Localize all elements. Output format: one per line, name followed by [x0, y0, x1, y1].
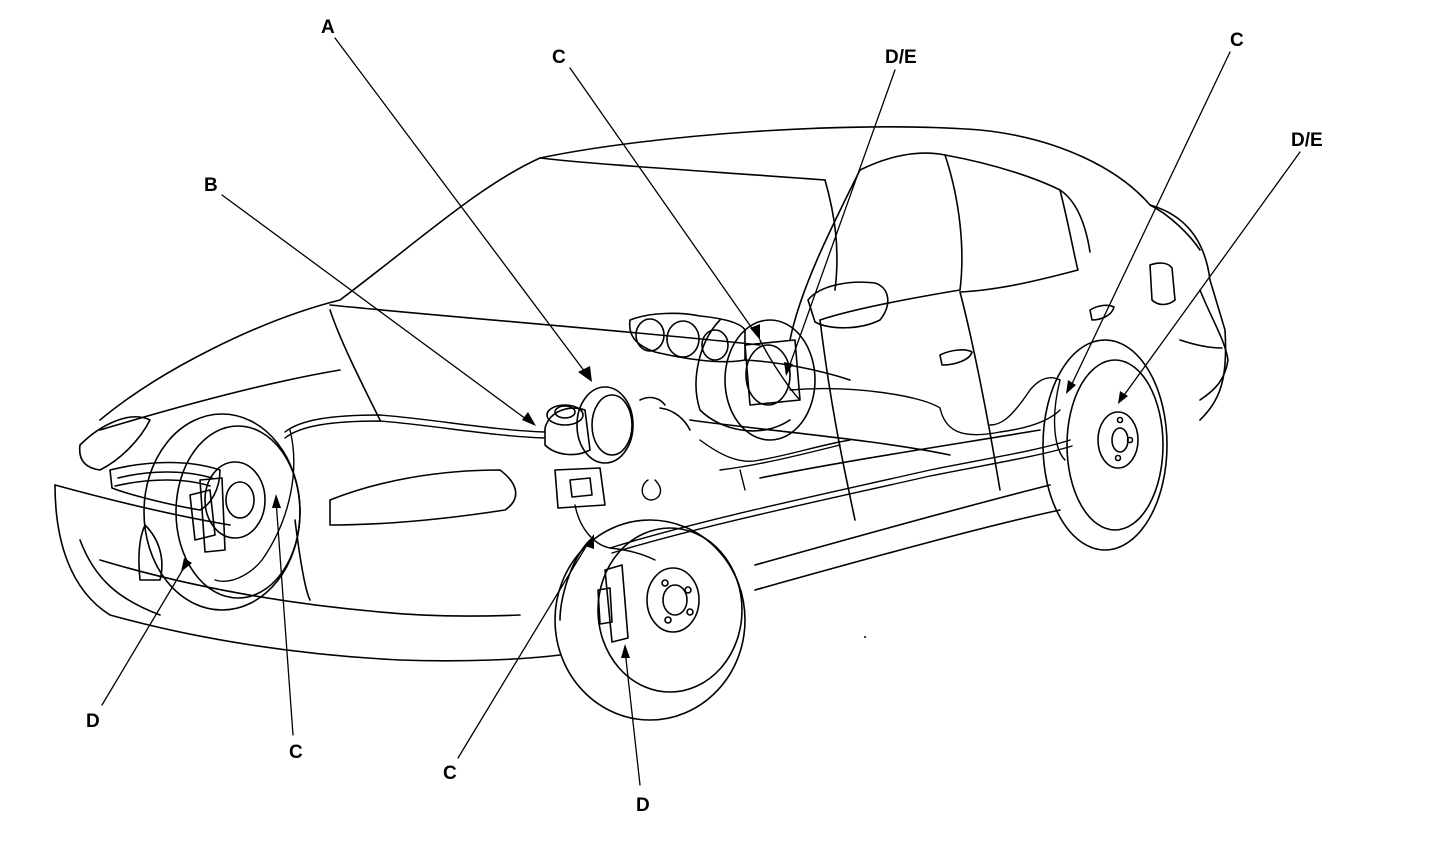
leader-c-front-right: [457, 539, 591, 759]
callout-label-c-front-right: C: [443, 763, 457, 784]
leader-lines: [101, 37, 1301, 786]
rear-wheel: [1042, 339, 1168, 551]
front-right-wheel: [554, 519, 746, 721]
leader-a: [334, 37, 589, 377]
leader-d-front-left: [101, 565, 186, 706]
leader-c-front-left: [275, 499, 294, 736]
callout-label-d-front-right: D: [636, 795, 650, 816]
callout-label-c-front-left: C: [289, 742, 303, 763]
leader-d-front-right: [624, 649, 641, 786]
car-body-outline: [54, 126, 1229, 662]
leader-c-dash: [569, 67, 757, 335]
callout-label-c-rear-top: C: [1230, 30, 1244, 51]
callout-label-de-right: D/E: [1291, 130, 1323, 151]
callout-label-d-front-left: D: [86, 711, 100, 732]
leader-de-center: [787, 69, 896, 371]
leader-b: [221, 194, 531, 423]
leader-c-rear-top: [1069, 51, 1231, 389]
dust-speck: [864, 636, 866, 638]
front-left-wheel: [143, 413, 301, 611]
callout-label-b: B: [204, 175, 218, 196]
rear-left-wheel-hub: [724, 319, 816, 441]
arrowheads: [181, 324, 1128, 658]
callout-label-c-dash: C: [552, 47, 566, 68]
callout-label-de-center: D/E: [885, 47, 917, 68]
leader-de-right: [1121, 151, 1301, 399]
callout-label-a: A: [321, 17, 335, 38]
brake-lines: [214, 339, 1073, 582]
brake-booster-master-cylinder: [544, 386, 691, 509]
